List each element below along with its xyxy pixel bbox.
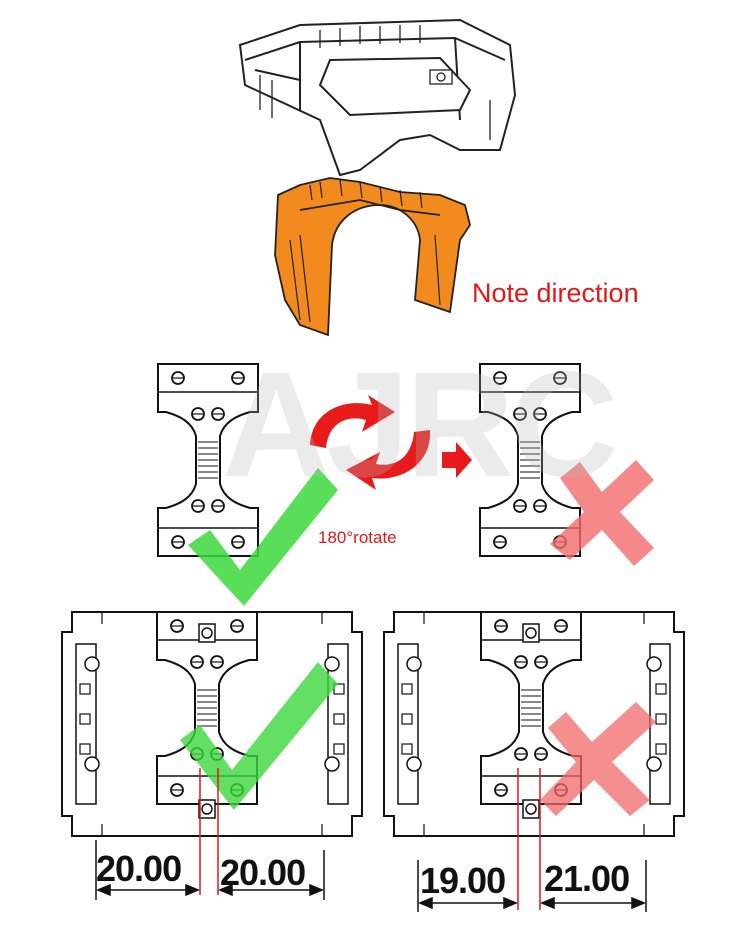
rotate-arrows-icon [310, 395, 431, 490]
right-arrow-icon [442, 442, 472, 478]
chassis-bracket-3d [238, 18, 517, 177]
cross-mark-icon [550, 460, 654, 566]
pinion-marks [198, 623, 540, 819]
rotate-label: 180°rotate [318, 528, 397, 547]
dimension-wrong-right: 21.00 [544, 858, 630, 899]
watermark: AJRC [222, 340, 618, 508]
check-mark-icon [188, 468, 338, 606]
measurement-lines [199, 768, 541, 910]
dimension-correct-left: 20.00 [96, 848, 182, 889]
note-direction-label: Note direction [472, 278, 639, 308]
cross-mark-icon [540, 702, 656, 816]
check-mark-icon [180, 662, 338, 810]
dimension-arrows [95, 840, 647, 912]
dimension-correct-right: 20.00 [220, 852, 306, 893]
dimension-wrong-left: 19.00 [420, 860, 506, 901]
motor-heatsink-clip [274, 177, 471, 337]
